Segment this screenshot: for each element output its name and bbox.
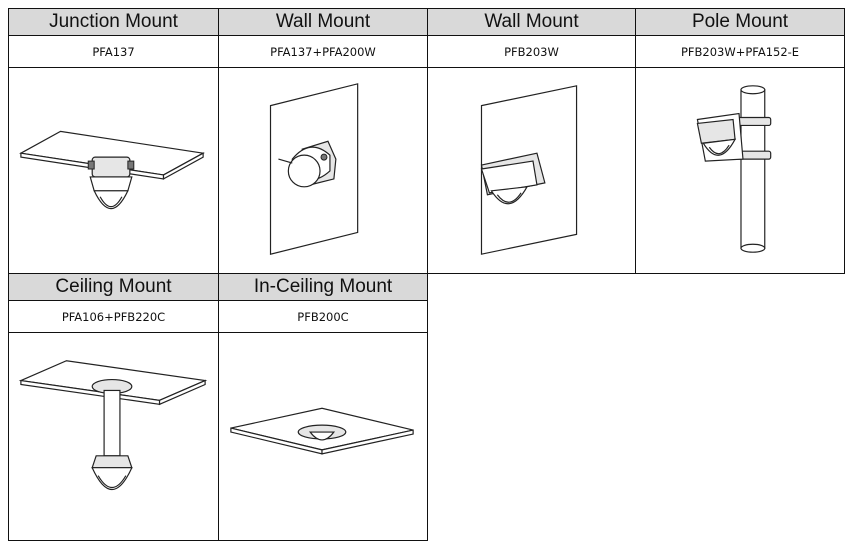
mount-model-code: PFA106+PFB220C [9, 301, 218, 333]
mount-title: Wall Mount [219, 9, 427, 36]
mount-title: Wall Mount [428, 9, 635, 36]
mount-title: Ceiling Mount [9, 274, 218, 301]
mount-cell-wall-2: Wall Mount PFB203W [427, 8, 636, 274]
ceiling-mount-illustration [9, 333, 218, 540]
junction-mount-illustration [9, 68, 218, 273]
mount-cell-ceiling: Ceiling Mount PFA106+PFB220C [8, 273, 219, 541]
pole-mount-illustration [636, 68, 844, 273]
mount-model-code: PFA137+PFA200W [219, 36, 427, 68]
in-ceiling-mount-illustration [219, 333, 427, 540]
mount-cell-pole: Pole Mount PFB203W+PFA152-E [635, 8, 845, 274]
mount-cell-junction: Junction Mount PFA137 [8, 8, 219, 274]
mount-title: In-Ceiling Mount [219, 274, 427, 301]
mount-model-code: PFA137 [9, 36, 218, 68]
mount-title: Junction Mount [9, 9, 218, 36]
mount-model-code: PFB200C [219, 301, 427, 333]
wall-mount-illustration [428, 68, 635, 273]
mount-model-code: PFB203W [428, 36, 635, 68]
mount-title: Pole Mount [636, 9, 844, 36]
mount-cell-in-ceiling: In-Ceiling Mount PFB200C [218, 273, 428, 541]
mount-model-code: PFB203W+PFA152-E [636, 36, 844, 68]
wall-mount-illustration [219, 68, 427, 273]
mount-cell-wall-1: Wall Mount PFA137+PFA200W [218, 8, 428, 274]
